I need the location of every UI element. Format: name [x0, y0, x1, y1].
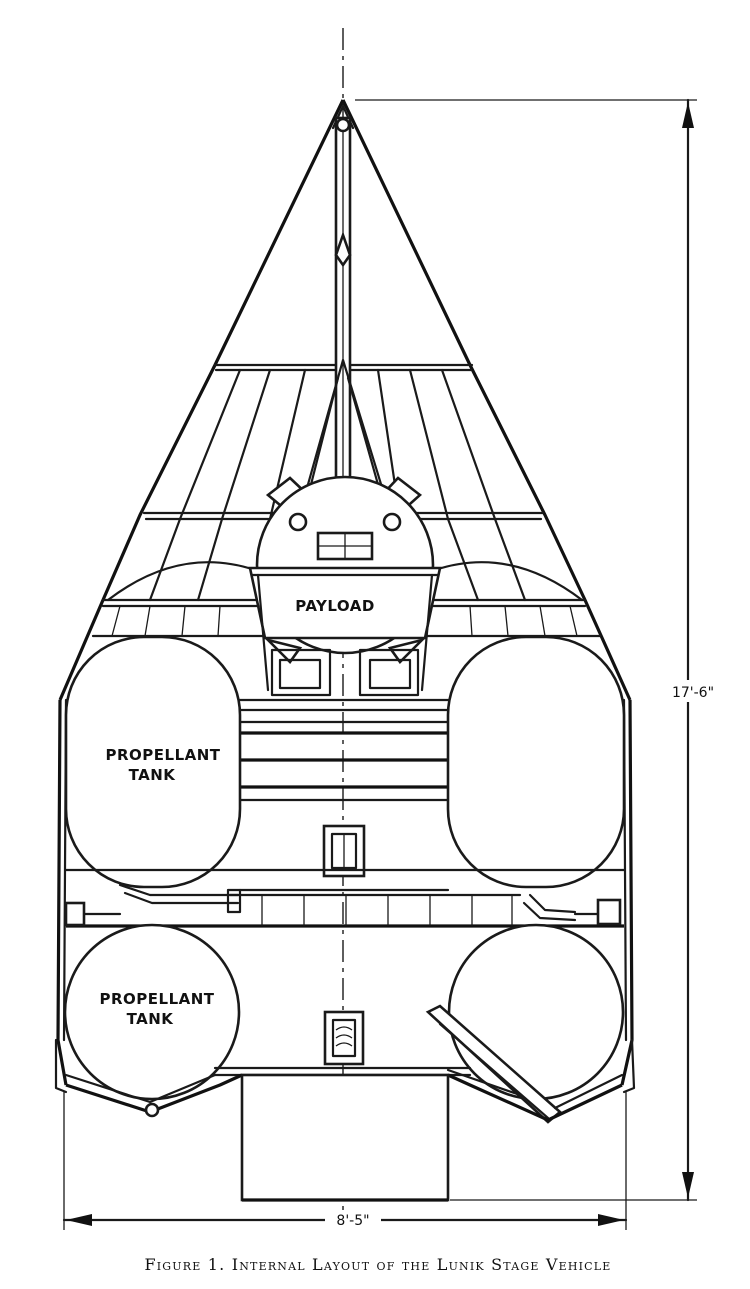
tank-label-upper-line1: PROPELLANT	[105, 746, 220, 764]
tank-label-upper-line2: TANK	[129, 766, 177, 784]
tank-label-lower-line2: TANK	[127, 1010, 175, 1028]
width-dimension-label: 8'-5"	[336, 1213, 369, 1229]
upper-propellant-tank-right	[446, 635, 626, 889]
deck-domes	[106, 561, 584, 602]
payload-label: PAYLOAD	[295, 597, 375, 615]
height-dimension: 17'-6"	[355, 98, 724, 1202]
upper-propellant-tank-left: PROPELLANT TANK	[64, 635, 242, 889]
lower-propellant-tank-right	[447, 923, 625, 1101]
central-body	[238, 698, 450, 878]
antenna-mast	[334, 116, 352, 480]
width-dimension: 8'-5"	[62, 1092, 628, 1230]
engine-skirt	[240, 1073, 450, 1202]
height-dimension-label: 17'-6"	[672, 685, 714, 701]
base-flange	[54, 1038, 636, 1122]
tank-label-lower-line1: PROPELLANT	[99, 990, 214, 1008]
lower-propellant-tank-left: PROPELLANT TANK	[63, 923, 241, 1101]
figure-caption: Figure 1. Internal Layout of the Lunik S…	[144, 1255, 611, 1274]
payload-sphere: PAYLOAD	[248, 475, 442, 665]
deployed-arm	[425, 1004, 562, 1124]
payload-mount	[256, 573, 434, 697]
